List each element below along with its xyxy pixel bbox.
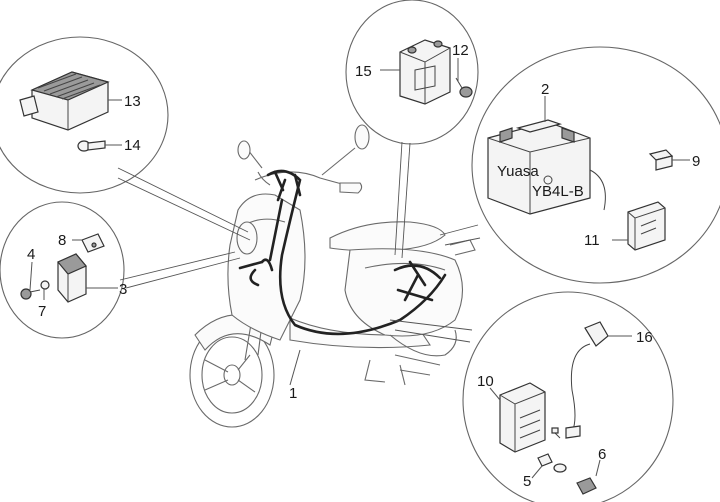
callout-leaders [29, 58, 690, 479]
callout-5: 5 [523, 473, 531, 490]
voltage-regulator [19, 71, 110, 131]
cdi-unit-part-10 [499, 382, 546, 453]
callout-6: 6 [598, 446, 606, 463]
screw-part-4 [20, 288, 41, 300]
callout-13: 13 [124, 93, 141, 110]
battery-brand-label: Yuasa [497, 163, 539, 180]
callout-1: 1 [289, 385, 297, 402]
relay-part-3 [57, 253, 87, 303]
nut-part-5 [537, 453, 567, 473]
callout-8: 8 [58, 232, 66, 249]
spark-plug-cap-part-16 [565, 321, 609, 439]
leader-lines [117, 141, 481, 343]
bolt-part-6 [551, 427, 597, 495]
bolt-part-14 [77, 140, 106, 152]
battery-model-label: YB4L-B [532, 183, 584, 200]
callout-15: 15 [355, 63, 372, 80]
fuse-part-9 [648, 149, 674, 171]
callout-11: 11 [584, 232, 600, 249]
callout-labels: 1 2 3 4 5 6 7 8 9 10 11 12 13 14 15 16 [27, 42, 700, 490]
callout-2: 2 [541, 81, 549, 98]
callout-12: 12 [452, 42, 469, 59]
callout-16: 16 [636, 329, 653, 346]
callout-4: 4 [27, 246, 35, 263]
callout-10: 10 [477, 373, 494, 390]
scooter-illustration [189, 124, 476, 428]
bracket-part-8 [81, 233, 105, 253]
callout-7: 7 [38, 303, 46, 320]
callout-9: 9 [692, 153, 700, 170]
callout-14: 14 [124, 137, 141, 154]
callout-3: 3 [119, 281, 127, 298]
detail-circle-bottom-right [462, 291, 674, 502]
washer-part-7 [40, 280, 50, 290]
control-module-part-11 [627, 201, 666, 251]
bracket-part-15 [399, 39, 451, 105]
battery: Yuasa YB4L-B [487, 119, 606, 215]
screw-part-12 [455, 77, 473, 98]
wiring-harness [238, 169, 447, 336]
